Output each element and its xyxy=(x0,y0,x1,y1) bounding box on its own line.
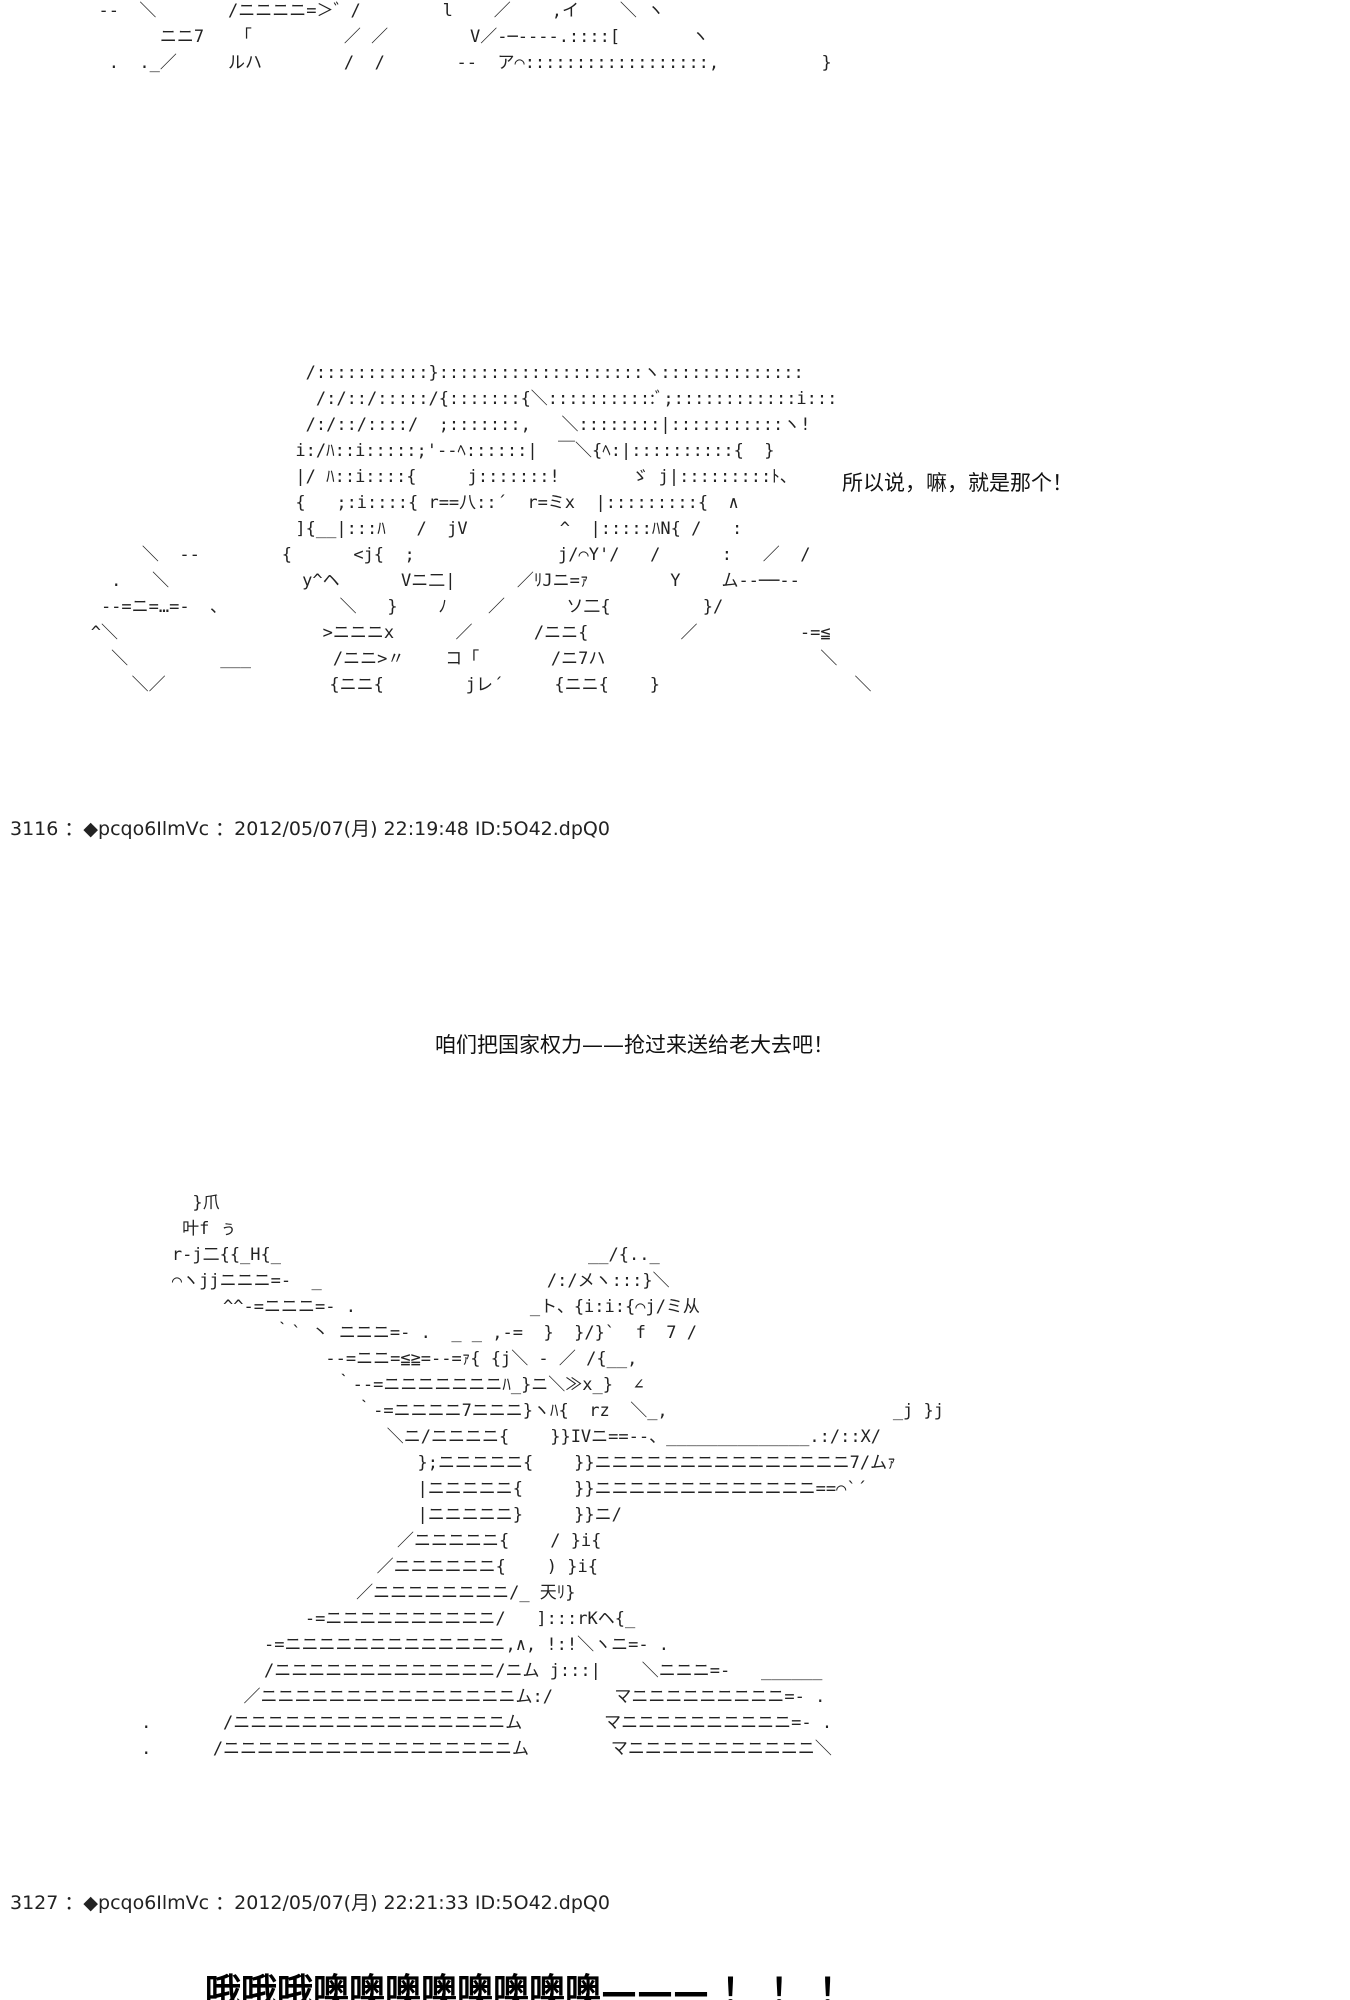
dialogue-line-2: 咱们把国家权力——抢过来送给老大去吧！ xyxy=(435,1033,834,1057)
ascii-art-character-speaking: /:::::::::::}::::::::::::::::::::ヽ::::::… xyxy=(90,363,872,695)
post-header-3116: 3116 ：◆pcqo6IlmVc ：2012/05/07(月) 22:19:4… xyxy=(10,818,610,840)
dialogue-line-1: 所以说，嘛，就是那个！ xyxy=(842,471,1073,495)
shout-text: 哦哦哦噢噢噢噢噢噢噢噢——— ！ ！ ！ xyxy=(205,1972,855,2000)
post-header-3127: 3127 ：◆pcqo6IlmVc ：2012/05/07(月) 22:21:3… xyxy=(10,1892,610,1914)
ascii-art-top-fragment: -‐ ＼ /ニニニニ=＞゛/ l ／ ,イ ＼ ヽ ニニ7 「 ／ ／ V／‐─… xyxy=(98,1,832,73)
ascii-art-character-pointing: }爪 叶f ぅ r‐j二{{_H{_ __/{.._ ⌒ヽjjニニニ=‐ _ /… xyxy=(141,1193,945,1759)
